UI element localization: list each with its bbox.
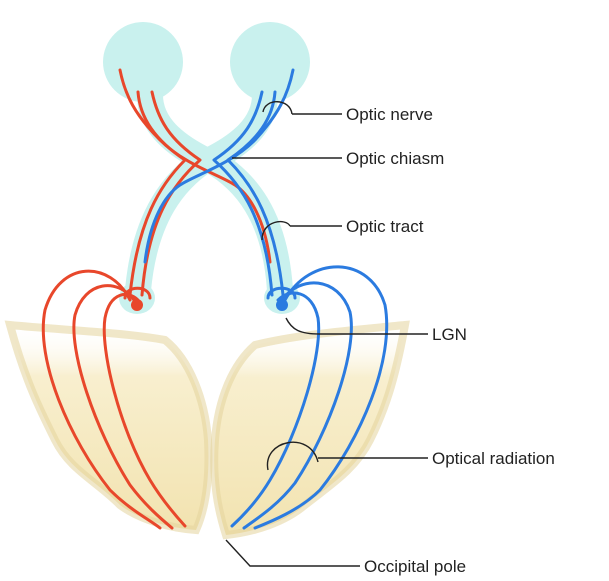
occipital-pole-leader [226, 540, 360, 566]
label-occipital-pole: Occipital pole [364, 557, 466, 576]
label-optic-chiasm: Optic chiasm [346, 149, 444, 168]
right-occipital-lobe [214, 325, 405, 535]
right-lgn-dot [276, 299, 288, 311]
label-lgn: LGN [432, 325, 467, 344]
left-occipital-lobe [10, 325, 208, 530]
label-optical-radiation: Optical radiation [432, 449, 555, 468]
label-optic-tract: Optic tract [346, 217, 424, 236]
label-optic-nerve: Optic nerve [346, 105, 433, 124]
left-lgn-dot [131, 299, 143, 311]
cortex-region [10, 325, 405, 535]
